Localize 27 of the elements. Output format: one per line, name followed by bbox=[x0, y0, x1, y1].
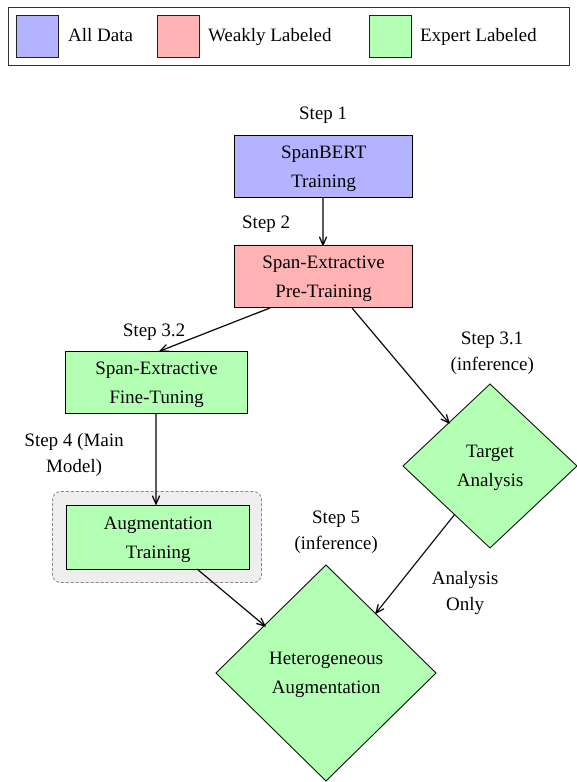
step-label: Step 3.2 bbox=[122, 319, 186, 343]
node-label: Span-Extractive Pre-Training bbox=[262, 250, 385, 304]
step-label: Step 4 (Main Model) bbox=[23, 429, 125, 479]
step-label: Step 3.1 (inference) bbox=[450, 327, 534, 377]
node-label: Span-Extractive Fine-Tuning bbox=[95, 356, 218, 410]
process-box bbox=[234, 135, 413, 198]
node-label: SpanBERT Training bbox=[281, 140, 366, 194]
step-label: Step 2 bbox=[240, 211, 292, 235]
arrow bbox=[196, 568, 266, 627]
step-label: Step 5 (inference) bbox=[293, 506, 379, 556]
legend-label: All Data bbox=[68, 24, 133, 48]
arrow bbox=[375, 514, 456, 614]
node-label: Target Analysis bbox=[456, 440, 524, 493]
arrow bbox=[318, 198, 328, 246]
step-label: Step 1 bbox=[298, 102, 348, 126]
arrow bbox=[152, 414, 160, 505]
decision-diamond bbox=[403, 384, 577, 548]
process-box bbox=[234, 245, 413, 308]
arrow bbox=[159, 307, 270, 352]
node-label: Augmentation Training bbox=[104, 512, 212, 564]
process-box bbox=[65, 351, 248, 414]
process-box bbox=[66, 505, 250, 570]
arrow bbox=[352, 308, 450, 424]
node-label: Heterogeneous Augmentation bbox=[269, 647, 383, 700]
legend-label: Expert Labeled bbox=[420, 24, 537, 48]
dashed-group-box bbox=[52, 491, 262, 583]
legend-label: Weakly Labeled bbox=[208, 24, 332, 48]
